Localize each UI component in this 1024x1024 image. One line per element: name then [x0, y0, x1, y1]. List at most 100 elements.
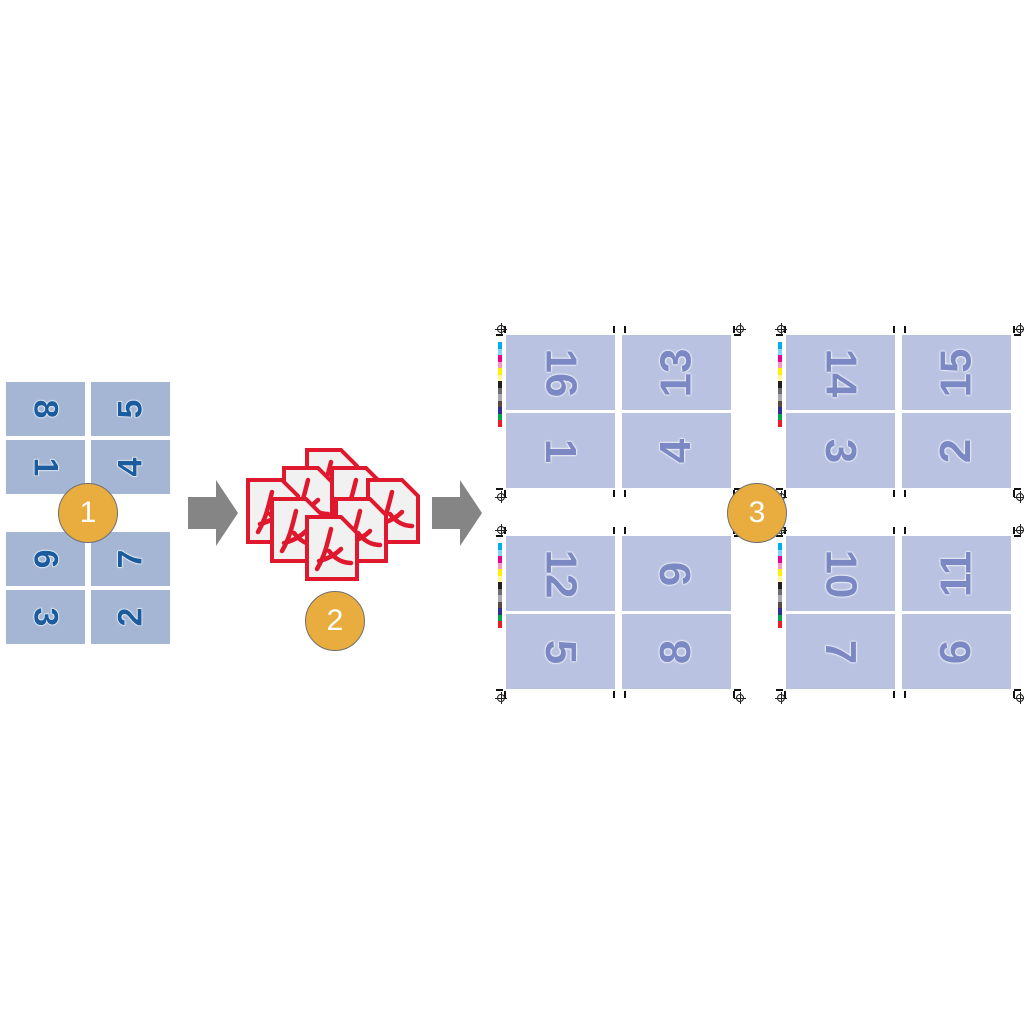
color-bar-patch [778, 407, 782, 414]
registration-mark-icon [495, 491, 507, 503]
color-bar-patch [498, 582, 502, 589]
color-bar-patch [498, 614, 502, 621]
crop-mark [624, 490, 626, 497]
page-thumbnail: 5 [91, 382, 170, 436]
page-number: 7 [816, 639, 866, 664]
page-number: 3 [816, 438, 866, 463]
color-bar-patch [498, 575, 502, 582]
color-bar-patch [778, 575, 782, 582]
imposed-page: 13 [622, 335, 731, 410]
page-number: 8 [26, 399, 65, 419]
crop-mark [734, 334, 741, 336]
color-bar-patch [498, 549, 502, 556]
registration-mark-icon [775, 323, 787, 335]
page-number: 5 [111, 399, 150, 419]
color-bar-patch [778, 621, 782, 628]
page-number: 10 [816, 549, 866, 598]
page-thumbnail: 4 [91, 440, 170, 494]
crop-mark [893, 527, 895, 534]
crop-mark [733, 691, 735, 698]
color-bar-patch [498, 387, 502, 394]
page-number: 13 [651, 348, 701, 397]
arrow-right-icon [432, 480, 482, 546]
imposed-page: 11 [902, 536, 1011, 611]
color-bar-patch [498, 562, 502, 569]
color-bar-patch [778, 562, 782, 569]
color-bar-patch [498, 374, 502, 381]
color-bar-patch [778, 549, 782, 556]
crop-mark [1014, 488, 1021, 490]
color-bar-patch [778, 355, 782, 362]
crop-mark [776, 535, 783, 537]
page-thumbnail: 7 [91, 532, 170, 586]
crop-mark [624, 326, 626, 333]
crop-mark [904, 691, 906, 698]
color-bar-patch [778, 601, 782, 608]
arrow-right-icon [188, 480, 238, 546]
color-bar-patch [778, 368, 782, 375]
crop-mark [1013, 691, 1015, 698]
imposed-page: 5 [506, 614, 615, 689]
color-bar-patch [498, 543, 502, 550]
imposed-page: 9 [622, 536, 731, 611]
color-bar-patch [498, 413, 502, 420]
page-thumbnail: 6 [6, 532, 85, 586]
color-bar-patch [778, 387, 782, 394]
color-bar-patch [778, 556, 782, 563]
page-number: 7 [111, 549, 150, 569]
crop-mark [904, 326, 906, 333]
color-bar-patch [778, 569, 782, 576]
registration-mark-icon [1014, 491, 1024, 503]
color-bar-patch [778, 374, 782, 381]
color-bar-patch [498, 621, 502, 628]
page-number: 1 [536, 438, 586, 463]
imposed-page: 8 [622, 614, 731, 689]
color-bar-patch [498, 348, 502, 355]
crop-mark [893, 490, 895, 497]
crop-mark [776, 488, 783, 490]
crop-mark [734, 689, 741, 691]
imposed-page: 12 [506, 536, 615, 611]
page-number: 5 [536, 639, 586, 664]
color-bar-patch [498, 556, 502, 563]
crop-mark [893, 326, 895, 333]
page-number: 2 [931, 438, 981, 463]
crop-mark [504, 691, 506, 698]
page-number: 3 [26, 607, 65, 627]
crop-mark [504, 490, 506, 497]
registration-mark-icon [734, 692, 746, 704]
crop-mark [1014, 334, 1021, 336]
page-number: 15 [931, 348, 981, 397]
crop-mark [613, 490, 615, 497]
color-bar-patch [778, 588, 782, 595]
color-bar-patch [498, 601, 502, 608]
imposed-page: 15 [902, 335, 1011, 410]
color-bar-patch [778, 348, 782, 355]
imposed-page: 16 [506, 335, 615, 410]
page-number: 6 [931, 639, 981, 664]
color-bar-patch [498, 407, 502, 414]
imposed-page: 6 [902, 614, 1011, 689]
imposed-page: 7 [786, 614, 895, 689]
crop-mark [784, 691, 786, 698]
color-bar-patch [498, 400, 502, 407]
page-number: 1 [26, 457, 65, 477]
page-number: 12 [536, 549, 586, 598]
page-thumbnail: 8 [6, 382, 85, 436]
pdf-file-icon [305, 515, 359, 581]
registration-mark-icon [1014, 524, 1024, 536]
imposed-page: 4 [622, 413, 731, 488]
registration-mark-icon [734, 323, 746, 335]
color-bar-patch [778, 342, 782, 349]
page-number: 9 [651, 561, 701, 586]
color-bar-patch [498, 355, 502, 362]
page-thumbnail: 1 [6, 440, 85, 494]
color-bar-patch [778, 543, 782, 550]
registration-mark-icon [775, 692, 787, 704]
page-number: 11 [931, 550, 981, 597]
color-bar-patch [778, 381, 782, 388]
color-bar-patch [498, 361, 502, 368]
crop-mark [1014, 689, 1021, 691]
step-3-badge: 3 [727, 483, 787, 543]
color-bar-patch [498, 595, 502, 602]
